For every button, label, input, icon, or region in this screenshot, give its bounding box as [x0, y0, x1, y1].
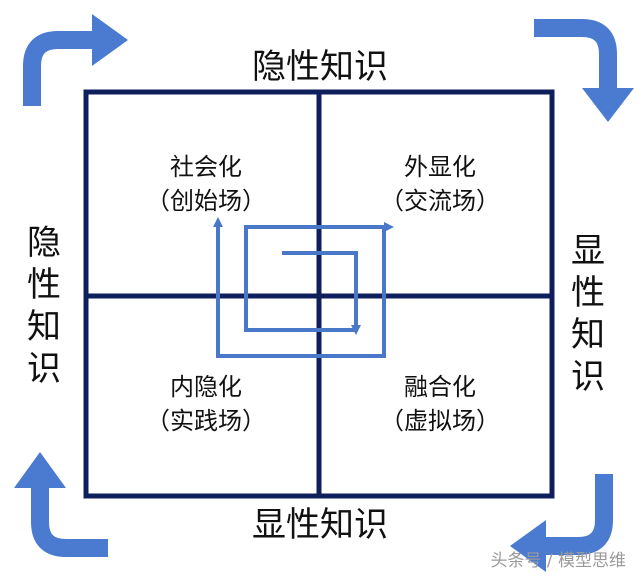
- quadrant-place: （实践场）: [146, 407, 266, 435]
- quadrant-name: 外显化: [404, 153, 476, 181]
- quadrant-bottom-left: 内隐化 （实践场）: [126, 370, 286, 438]
- quadrant-bottom-right: 融合化 （虚拟场）: [360, 370, 520, 438]
- quadrant-name: 内隐化: [170, 373, 242, 401]
- quadrant-place: （创始场）: [146, 187, 266, 215]
- curved-arrow-bottom-right-icon: [510, 474, 613, 572]
- spiral-arrow-icon: [213, 217, 394, 358]
- quadrant-top-right: 外显化 （交流场）: [360, 150, 520, 218]
- edge-label-right: 显性知识: [571, 231, 605, 397]
- edge-label-left: 隐性知识: [27, 223, 61, 389]
- quadrant-top-left: 社会化 （创始场）: [126, 150, 286, 218]
- curved-arrow-top-left-icon: [23, 14, 128, 106]
- quadrant-place: （交流场）: [380, 187, 500, 215]
- edge-label-top: 隐性知识: [252, 47, 388, 87]
- quadrant-place: （虚拟场）: [380, 407, 500, 435]
- edge-label-bottom: 显性知识: [252, 505, 388, 545]
- quadrant-name: 融合化: [404, 373, 476, 401]
- curved-arrow-bottom-left-icon: [14, 452, 108, 557]
- curved-arrow-top-right-icon: [534, 19, 634, 122]
- watermark-text: 头条号 / 模型思维: [490, 551, 626, 571]
- quadrant-name: 社会化: [170, 153, 242, 181]
